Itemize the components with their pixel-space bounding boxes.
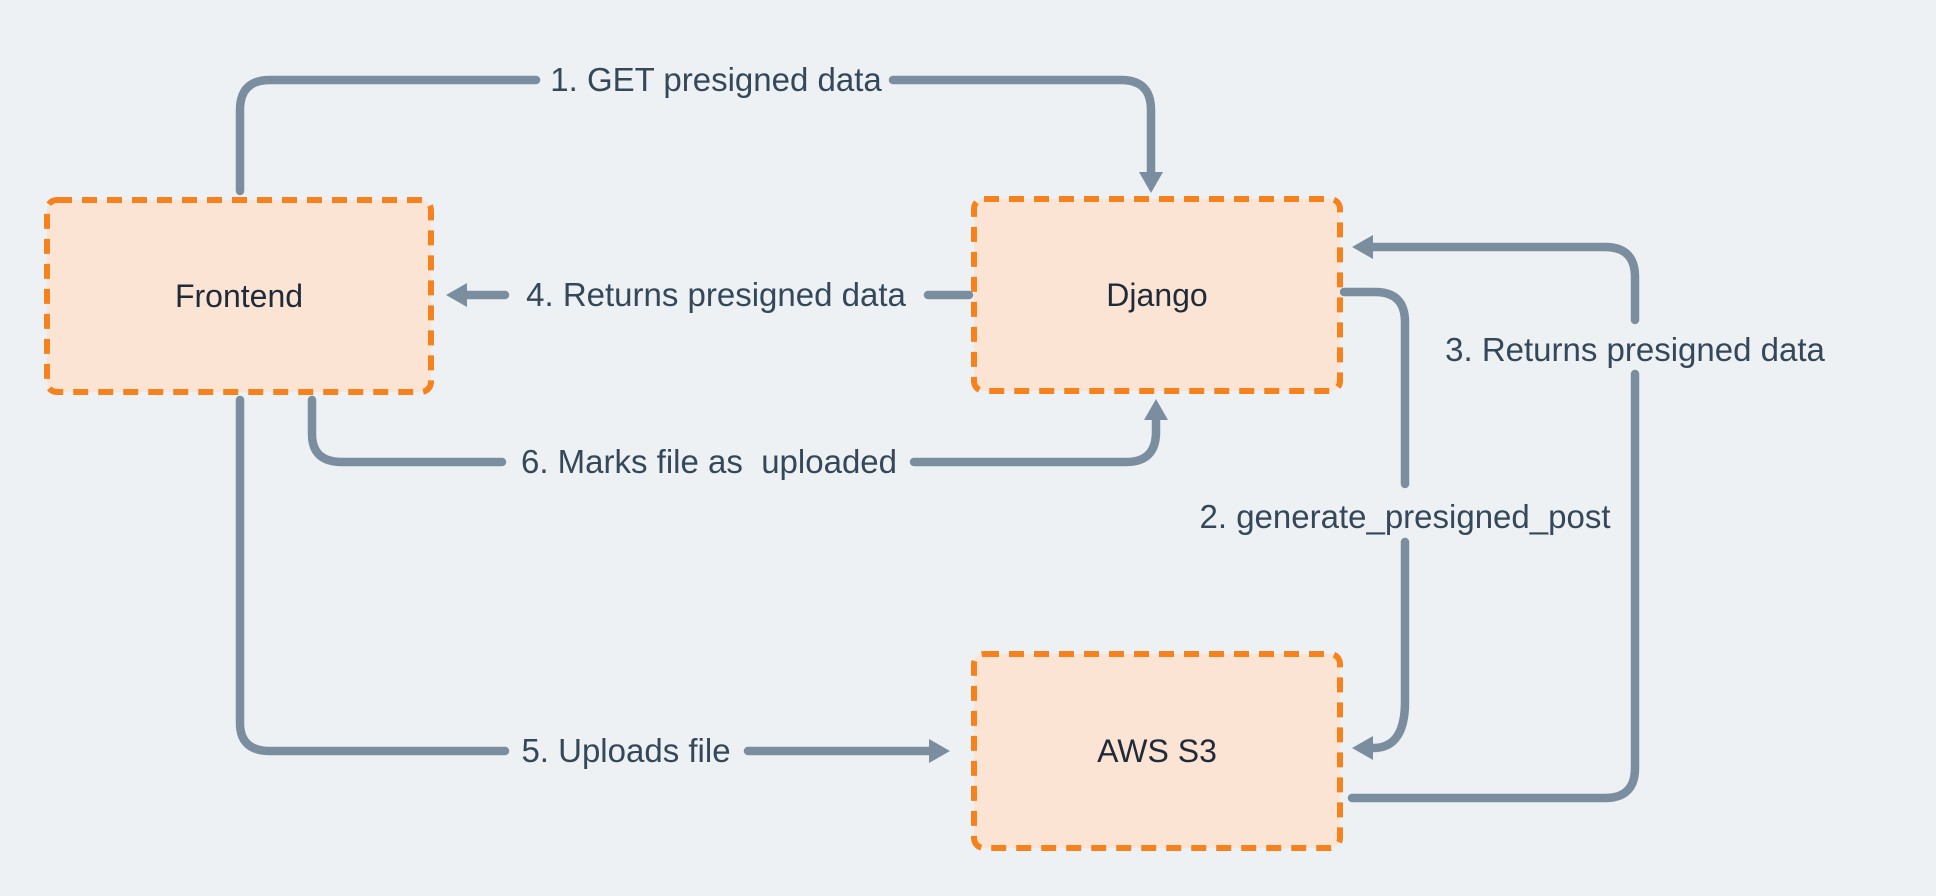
frontend-box [44,197,434,395]
connector-6-path-end [909,399,1168,467]
connector-1-path-start [235,75,541,196]
connector-6-label: 6. Marks file as uploaded [521,443,897,480]
connector-3-path-start [1347,369,1640,803]
connector-2-generate-presigned-post: 2. generate_presigned_post [1200,287,1611,760]
connector-5-uploads-file: 5. Uploads file [235,395,950,769]
connector-4-returns-presigned-data: 4. Returns presigned data [446,276,974,313]
aws-s3-label: AWS S3 [1097,733,1217,769]
connector-2-path-start [1339,287,1410,489]
connector-3-returns-presigned-data: 3. Returns presigned data [1347,235,1826,803]
django-node: Django [971,196,1343,394]
connector-1-path-end [888,75,1163,193]
connector-5-label: 5. Uploads file [521,732,730,769]
connector-6-path-start [307,395,507,467]
connector-5-path-start [235,395,510,756]
aws-s3-box [971,651,1343,851]
connector-2-path-end [1352,537,1410,760]
connector-1-get-presigned-data: 1. GET presigned data [235,61,1163,196]
connector-3-path-end [1352,235,1640,325]
connector-1-label: 1. GET presigned data [550,61,882,98]
connector-4-label: 4. Returns presigned data [526,276,906,313]
connector-6-marks-file-uploaded: 6. Marks file as uploaded [307,395,1168,480]
connector-2-label: 2. generate_presigned_post [1200,498,1611,535]
django-box [971,196,1343,394]
aws-s3-node: AWS S3 [971,651,1343,851]
frontend-node: Frontend [44,197,434,395]
frontend-label: Frontend [175,278,303,314]
connector-3-label: 3. Returns presigned data [1445,331,1825,368]
django-label: Django [1106,277,1207,313]
